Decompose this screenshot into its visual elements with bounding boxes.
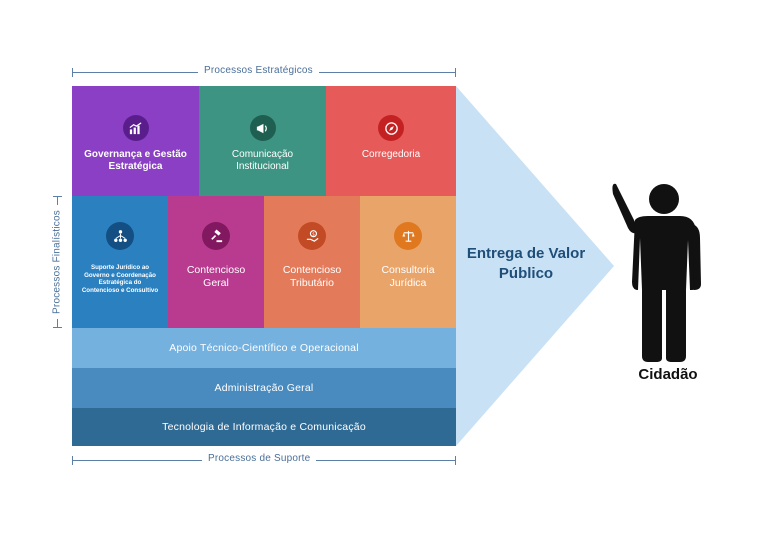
gavel-icon [202, 222, 230, 250]
money-hand-icon: $ [298, 222, 326, 250]
chart-icon [122, 115, 149, 141]
value-delivery-arrow [456, 86, 614, 446]
finalistic-label: Processos Finalísticos [51, 205, 63, 319]
finalistic-bracket-tick-bottom [53, 327, 62, 328]
tile-suporte-juridico: Suporte Jurídico ao Governo e Coordenaçã… [72, 196, 168, 328]
value-delivery-text: Entrega de Valor Público [466, 245, 586, 282]
strategic-label: Processos Estratégicos [198, 65, 319, 76]
compass-icon [378, 115, 404, 141]
network-icon [106, 222, 134, 250]
tile-governanca: Governança e Gestão Estratégica [72, 86, 199, 196]
tile-comunicacao: Comunicação Institucional [199, 86, 326, 196]
tile-corregedoria: Corregedoria [326, 86, 456, 196]
support-bracket-tick-right [455, 456, 456, 465]
citizen-label: Cidadão [638, 366, 698, 383]
finalistic-bracket-tick-top [53, 196, 62, 197]
tile-comunicacao-label: Comunicação Institucional [231, 149, 294, 172]
person-waving-icon [612, 183, 701, 362]
tile-contencioso-tributario: $ Contencioso Tributário [264, 196, 360, 328]
arrow-shape [456, 86, 614, 446]
support-label: Processos de Suporte [202, 453, 317, 464]
megaphone-icon [249, 115, 276, 141]
strategic-bracket-tick-right [455, 68, 456, 77]
strategic-bracket-tick-left [72, 68, 73, 77]
tile-governanca-label: Governança e Gestão Estratégica [84, 149, 187, 172]
band-tecnologia: Tecnologia de Informação e Comunicação [72, 408, 456, 446]
tile-consultoria: Consultoria Jurídica [360, 196, 456, 328]
scales-icon [394, 222, 422, 250]
tile-corregedoria-label: Corregedoria [361, 149, 421, 160]
svg-text:$: $ [312, 231, 315, 236]
tile-contencioso-tributario-label: Contencioso Tributário [282, 264, 342, 289]
support-bracket-tick-left [72, 456, 73, 465]
tile-contencioso-geral-label: Contencioso Geral [186, 264, 246, 289]
tile-suporte-juridico-label: Suporte Jurídico ao Governo e Coordenaçã… [81, 264, 159, 294]
tile-consultoria-label: Consultoria Jurídica [381, 264, 435, 289]
band-administracao: Administração Geral [72, 368, 456, 408]
tile-contencioso-geral: Contencioso Geral [168, 196, 264, 328]
band-apoio: Apoio Técnico-Científico e Operacional [72, 328, 456, 368]
